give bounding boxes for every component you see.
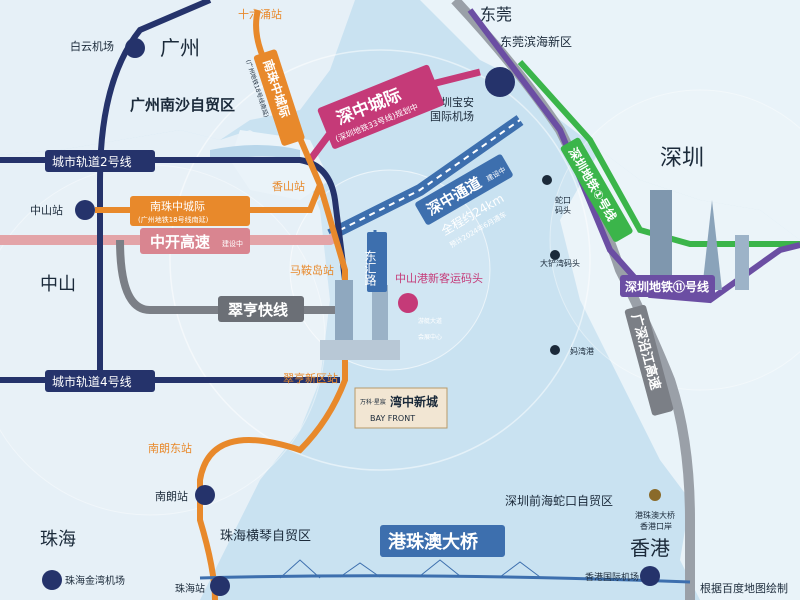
svg-text:码头: 码头: [555, 205, 571, 215]
airport-jinwan: 珠海金湾机场: [42, 570, 125, 590]
footer-source: 根据百度地图绘制: [700, 581, 788, 595]
svg-text:BAY FRONT: BAY FRONT: [370, 414, 415, 423]
svg-text:东汇路: 东汇路: [363, 250, 377, 287]
airplane-icon: [125, 38, 145, 58]
station-xiangshan: 香山站: [272, 179, 305, 193]
airplane-icon: [640, 566, 660, 586]
svg-text:(广州地铁18号线南延): (广州地铁18号线南延): [138, 215, 209, 224]
hzm-bridge-deck: [199, 574, 691, 584]
ship-icon: [398, 293, 418, 313]
svg-text:深圳地铁⑪号线: 深圳地铁⑪号线: [625, 279, 709, 294]
airport-hk-label: 香港国际机场: [585, 571, 639, 583]
svg-text:妈湾港: 妈湾港: [570, 346, 594, 356]
hzm-bridge-cables: [279, 559, 541, 579]
zone-nansha: 广州南沙自贸区: [130, 96, 235, 114]
svg-text:翠亨快线: 翠亨快线: [228, 301, 288, 319]
label-cuiheng: 翠亨快线: [218, 296, 304, 322]
port-dachan: 大铲湾码头: [540, 250, 580, 268]
station-zhuhai: 珠海站: [175, 576, 230, 596]
airport-baoan: 深圳宝安 国际机场: [430, 67, 515, 123]
svg-text:珠海站: 珠海站: [175, 582, 205, 595]
train-icon: [75, 200, 95, 220]
metro-4-line: [97, 0, 340, 383]
svg-text:湾中新城: 湾中新城: [390, 394, 438, 409]
svg-text:游艇大道: 游艇大道: [418, 317, 442, 325]
label-metro4: 城市轨道4号线: [45, 370, 155, 392]
zone-qianhai: 深圳前海蛇口自贸区: [505, 493, 613, 508]
tower-cluster-zhongshan: [320, 280, 400, 360]
train-icon: [210, 576, 230, 596]
svg-text:南朗站: 南朗站: [155, 489, 188, 503]
label-sz-line11: 深圳地铁⑪号线: [620, 275, 715, 297]
airport-hk: 香港国际机场: [585, 566, 660, 586]
airport-baoan-label2: 国际机场: [430, 109, 474, 123]
sz-metro-1-line: [517, 59, 800, 247]
port-hzm: 港珠澳大桥 香港口岸: [635, 489, 675, 531]
region-zhuhai: 珠海: [40, 529, 76, 550]
anchor-icon: [550, 250, 560, 260]
label-metro2: 城市轨道2号线: [45, 150, 155, 172]
station-nanlang-east: 南朗东站: [148, 441, 192, 455]
svg-text:城市轨道2号线: 城市轨道2号线: [52, 154, 132, 169]
station-malingang: 马鞍岛站: [290, 263, 334, 277]
station-cuiheng-new: 翠亨新区站: [283, 371, 338, 385]
tower-cluster-shenzhen: [650, 190, 749, 290]
label-zhongkai: 中开高速 建设中: [140, 228, 250, 254]
land-dongguan: [420, 0, 800, 240]
airplane-icon: [485, 67, 515, 97]
region-guangzhou: 广州: [160, 36, 200, 60]
label-shenzhong: 深中城际 (深圳地铁33号线)规划中: [317, 64, 444, 149]
svg-text:建设中: 建设中: [222, 239, 243, 248]
svg-text:中开高速: 中开高速: [150, 233, 210, 251]
svg-text:万科·星宸: 万科·星宸: [360, 398, 386, 406]
label-shenzhong-channel: 深中通道 建设中 全程约24km 预计2024年6月通车: [415, 154, 513, 249]
region-hongkong: 香港: [630, 536, 670, 560]
train-icon: [195, 485, 215, 505]
airport-baiyun: 白云机场: [70, 38, 145, 58]
zone-dongguan: 东莞滨海新区: [500, 34, 572, 49]
svg-text:港珠澳大桥: 港珠澳大桥: [388, 531, 479, 553]
svg-text:香港口岸: 香港口岸: [640, 521, 672, 531]
region-dongguan: 东莞: [480, 5, 512, 24]
metro-2-line: [0, 157, 348, 300]
airplane-icon: [42, 570, 62, 590]
station-zhongshan: 中山站: [30, 200, 95, 220]
port-mawan: 妈湾港: [550, 345, 594, 356]
range-circle-center: [169, 49, 591, 471]
svg-text:中山站: 中山站: [30, 203, 63, 217]
svg-text:会展中心: 会展中心: [418, 333, 442, 341]
station-shiliuyong: 十六涌站: [238, 7, 282, 21]
airport-jinwan-label: 珠海金湾机场: [65, 574, 125, 587]
airport-baiyun-label: 白云机场: [70, 39, 114, 53]
port-shekou: 蛇口 码头: [542, 175, 571, 215]
svg-text:蛇口: 蛇口: [555, 195, 571, 205]
region-shenzhen: 深圳: [660, 146, 704, 171]
station-nanlang: 南朗站: [155, 485, 215, 505]
project-bay-front: 万科·星宸 湾中新城 BAY FRONT: [354, 387, 448, 429]
label-nanzhu: 南珠中城际 (广州地铁18号线南延): [130, 196, 250, 226]
svg-text:南珠中城际: 南珠中城际: [150, 199, 205, 213]
region-zhongshan: 中山: [40, 274, 76, 295]
shenzhong-channel-inner: [329, 119, 521, 236]
port-zhongshan: 中山港新客运码头 游艇大道 会展中心: [395, 271, 483, 341]
cuiheng-express-line: [116, 239, 340, 314]
svg-text:中山港新客运码头: 中山港新客运码头: [395, 271, 483, 285]
zone-hengqin: 珠海横琴自贸区: [220, 529, 311, 544]
svg-text:城市轨道4号线: 城市轨道4号线: [52, 374, 132, 389]
anchor-icon: [550, 345, 560, 355]
anchor-icon: [649, 489, 661, 501]
land-guangzhou: [0, 0, 355, 155]
label-hzm-bridge: 港珠澳大桥: [380, 525, 505, 557]
svg-text:港珠澳大桥: 港珠澳大桥: [635, 510, 675, 520]
label-donghui: 东汇路: [363, 232, 387, 292]
anchor-icon: [542, 175, 552, 185]
svg-text:大铲湾码头: 大铲湾码头: [540, 258, 580, 268]
